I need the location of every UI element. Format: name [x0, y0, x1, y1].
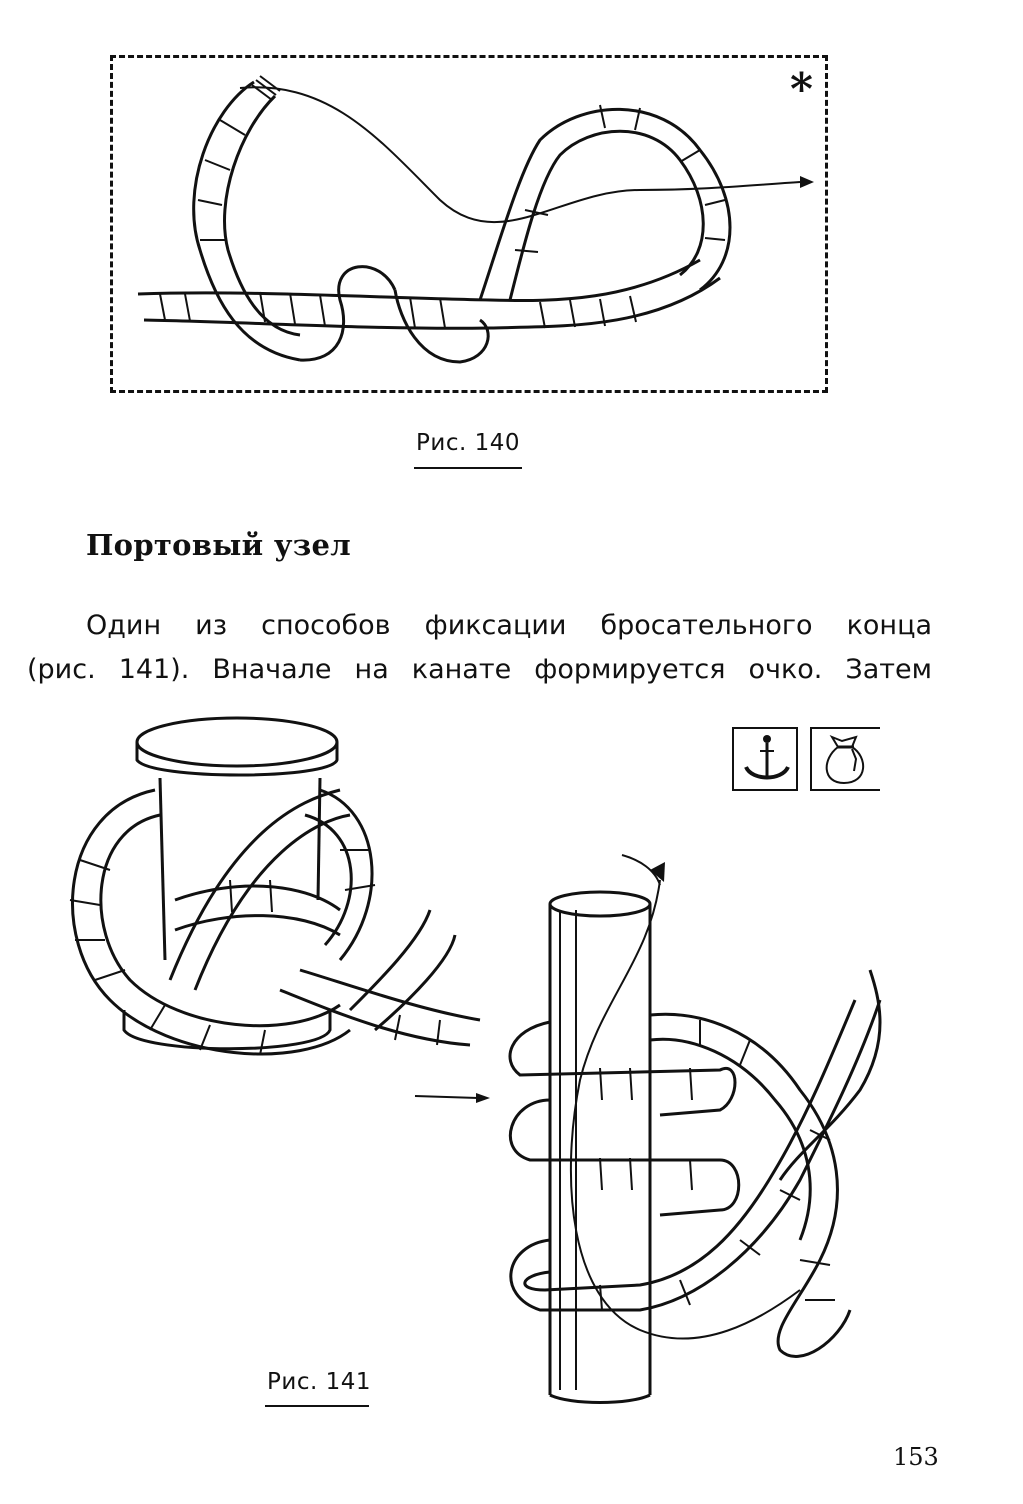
paragraph-line-1: Один из способов фиксации бросательного … [86, 610, 932, 641]
asterisk-marker: * [790, 64, 814, 115]
sack-icon [825, 734, 865, 785]
figure-140-frame [110, 55, 828, 393]
section-heading: Портовый узел [86, 528, 352, 562]
figure-140-caption: Рис. 140 [416, 430, 520, 456]
rope-knot-illustration [137, 75, 814, 364]
anchor-icon-box [732, 727, 798, 791]
sack-icon-box [810, 727, 880, 791]
paragraph-line-2: (рис. 141). Вначале на канате формируетс… [27, 654, 932, 685]
caption-underline [265, 1405, 369, 1407]
anchor-icon [744, 735, 790, 780]
caption-underline [414, 467, 522, 469]
page-number: 153 [893, 1443, 939, 1471]
figure-141-caption: Рис. 141 [267, 1369, 371, 1395]
